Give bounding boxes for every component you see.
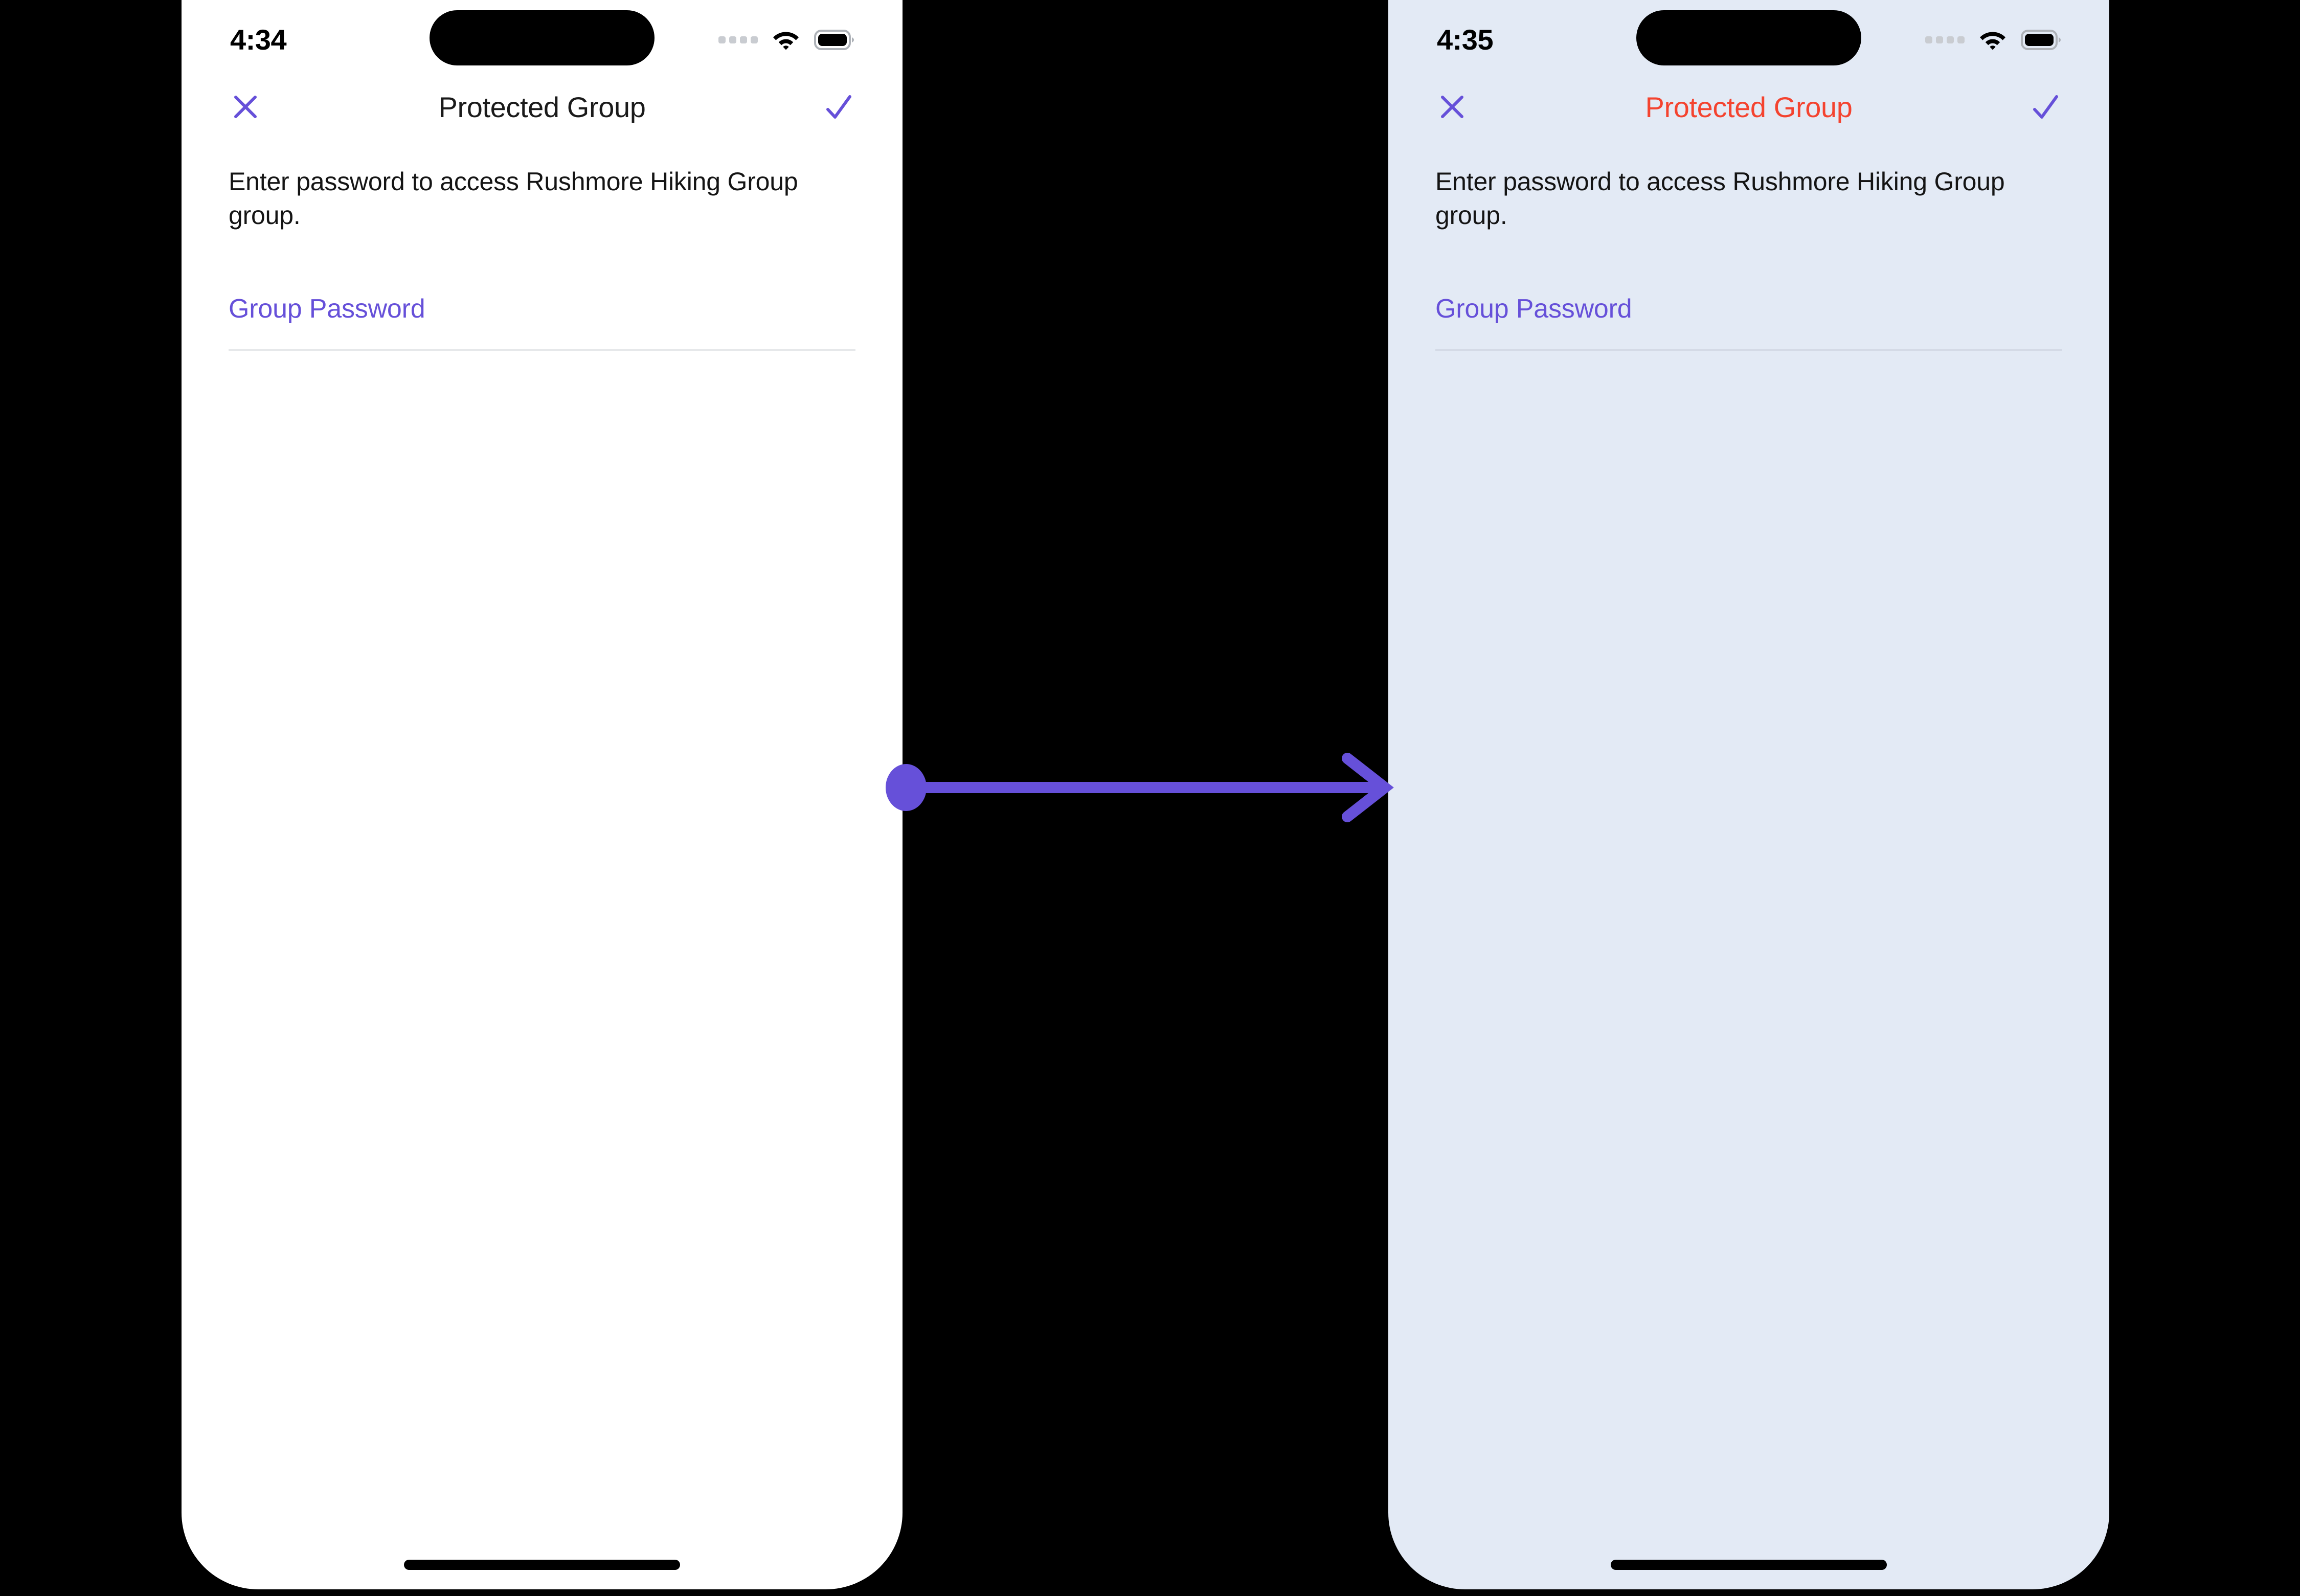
status-bar: 4:35 [1388,0,2109,77]
password-field[interactable]: Group Password [1435,294,2062,351]
status-bar-indicators [1925,28,2061,53]
cellular-dots-icon [1925,36,1965,43]
home-indicator [404,1560,680,1570]
password-field-underline [229,349,855,351]
dynamic-island [1636,10,1861,65]
instruction-text: Enter password to access Rushmore Hiking… [1435,167,2005,230]
dynamic-island [430,10,655,65]
instruction-text: Enter password to access Rushmore Hiking… [229,167,798,230]
screen-content: Enter password to access Rushmore Hiking… [1388,165,2109,351]
status-bar-time: 4:34 [230,24,287,56]
nav-bar: Protected Group [182,77,903,137]
wifi-icon [771,28,801,53]
phone-screen-before: 4:34 [182,0,903,1589]
battery-full-icon [814,30,854,50]
battery-full-icon [2021,30,2061,50]
home-indicator [1611,1560,1887,1570]
arrow-head [1342,753,1394,822]
checkmark-icon[interactable] [820,88,858,126]
wifi-icon [1978,28,2008,53]
phone-screen-after: 4:35 [1388,0,2109,1589]
page-title: Protected Group [438,91,646,123]
page-title: Protected Group [1645,91,1853,123]
status-bar: 4:34 [182,0,903,77]
close-icon[interactable] [1433,88,1471,126]
close-icon[interactable] [227,88,264,126]
password-field-label: Group Password [229,294,425,324]
password-field-underline [1435,349,2062,351]
status-bar-time: 4:35 [1437,24,1494,56]
password-field[interactable]: Group Password [229,294,855,351]
transition-arrow [885,736,1396,839]
status-bar-indicators [718,28,854,53]
nav-bar: Protected Group [1388,77,2109,137]
checkmark-icon[interactable] [2026,88,2064,126]
password-field-label: Group Password [1435,294,1632,324]
cellular-dots-icon [718,36,758,43]
screen-content: Enter password to access Rushmore Hiking… [182,165,903,351]
